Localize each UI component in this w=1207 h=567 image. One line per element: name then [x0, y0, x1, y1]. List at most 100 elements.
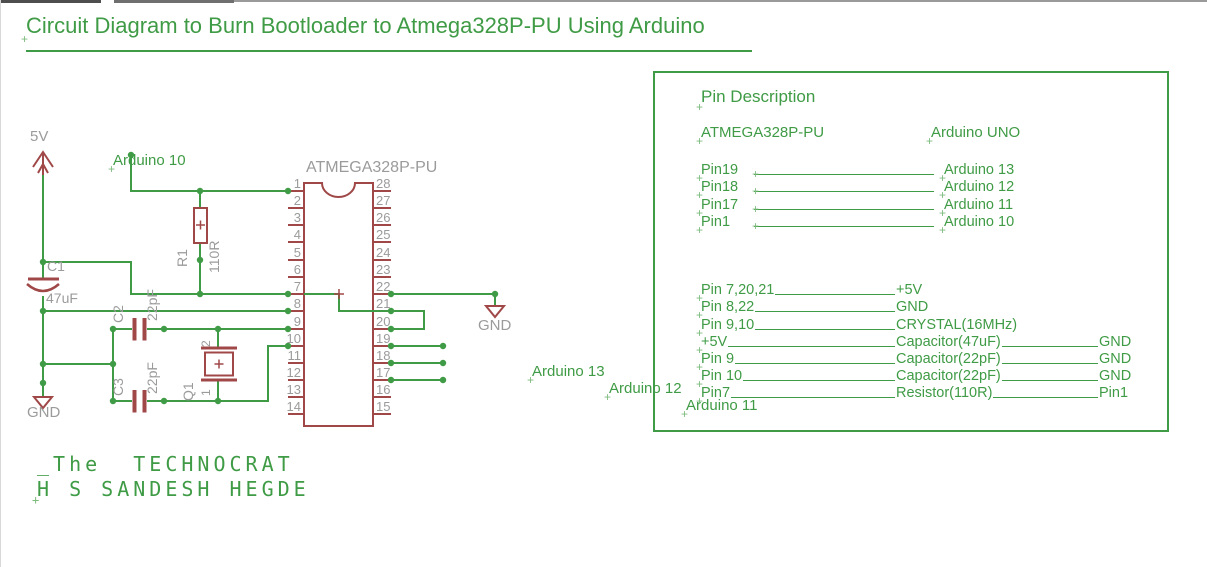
- pin-number-17: 17: [376, 365, 391, 380]
- vcc-arrow-icon: [32, 150, 54, 175]
- pin-number-19: 19: [376, 331, 391, 346]
- gnd-right-label: GND: [478, 317, 512, 334]
- detail-left: Pin 9: [696, 351, 734, 373]
- signature-line1: _The TECHNOCRAT: [37, 452, 294, 476]
- pin-number-26: 26: [376, 210, 391, 225]
- detail-row: Pin7 Resistor(110R) Pin1: [696, 384, 1143, 407]
- vcc-label: 5V: [30, 128, 49, 145]
- detail-row: +5V Capacitor(47uF) GND: [696, 333, 1143, 356]
- pin-number-15: 15: [376, 399, 391, 414]
- mapping-pin: Pin19: [696, 162, 754, 184]
- c2-ref-label: C2: [110, 305, 126, 323]
- wire-pin22-to-gnd: [391, 293, 496, 306]
- column-header-arduino-uno: Arduino UNO: [926, 124, 1020, 147]
- c2-plate-right: [142, 318, 147, 341]
- pin-number-8: 8: [293, 296, 301, 311]
- top-border-strip: [1, 0, 1207, 2]
- detail-line: [728, 345, 895, 347]
- mapping-row: Pin17 Arduino 11: [696, 195, 1147, 219]
- junction-dots: [39, 151, 499, 405]
- q1-ref-label: Q1: [180, 382, 196, 401]
- ic-name-label: ATMEGA328P-PU: [306, 159, 438, 176]
- ic-origin-cross: [334, 289, 344, 299]
- q1-origin-cross: [214, 359, 224, 369]
- detail-line: [1001, 380, 1098, 382]
- detail-left: Pin 9,10: [696, 317, 754, 339]
- c3-ref-label: C3: [110, 378, 126, 396]
- pin-number-20: 20: [376, 314, 391, 329]
- signature-line2: H S SANDESH HEGDE: [32, 478, 310, 506]
- detail-line: [731, 397, 895, 399]
- detail-left: +5V: [696, 334, 727, 356]
- mapping-target: Arduino 13: [939, 162, 1014, 184]
- detail-line: [775, 294, 895, 296]
- pin-number-24: 24: [376, 245, 391, 260]
- crystal-q1-body: [204, 351, 234, 377]
- net-label-arduino10: Arduino 10: [113, 152, 186, 169]
- detail-mid: CRYSTAL(16MHz): [896, 316, 1018, 333]
- wires-arduino-13-12-11: [391, 345, 443, 381]
- detail-mid: Resistor(110R): [896, 385, 993, 402]
- detail-right: GND: [1099, 350, 1132, 367]
- c2-plate-left: [132, 318, 137, 341]
- detail-row: Pin 7,20,21 +5V: [696, 281, 1143, 304]
- page-title: Circuit Diagram to Burn Bootloader to At…: [21, 13, 1207, 45]
- detail-left: Pin 8,22: [696, 299, 754, 321]
- pin-number-2: 2: [293, 193, 301, 208]
- pin-number-25: 25: [376, 227, 391, 242]
- gnd-symbol-right-icon: [483, 305, 507, 319]
- crystal-plates: [201, 346, 237, 382]
- mapping-connector-line: [752, 168, 934, 180]
- pin-number-9: 9: [293, 314, 301, 329]
- wires: [42, 155, 496, 402]
- gnd-left-label: GND: [27, 404, 61, 421]
- top-border-gap: [101, 0, 114, 3]
- detail-left: Pin 7,20,21: [696, 282, 774, 304]
- detail-line: [735, 362, 895, 364]
- pin-number-14: 14: [286, 399, 301, 414]
- r1-value-label: 110R: [206, 240, 222, 273]
- pin-number-27: 27: [376, 193, 391, 208]
- c3-plate-left: [132, 390, 137, 413]
- column-header-atmega: ATMEGA328P-PU: [696, 124, 824, 147]
- detail-line: [1001, 362, 1098, 364]
- detail-line: [1001, 345, 1098, 347]
- pin-description-heading: Pin Description: [696, 87, 815, 113]
- detail-right: GND: [1099, 333, 1132, 350]
- mapping-pin: Pin17: [696, 197, 754, 219]
- wire-5v-to-pin21-pin20: [304, 293, 425, 330]
- wire-5v-to-pin7: [43, 261, 288, 295]
- top-border-dark-segment: [1, 0, 101, 3]
- pin-number-12: 12: [286, 365, 301, 380]
- mapping-pin: Pin18: [696, 179, 754, 201]
- detail-row: Pin 9 Capacitor(22pF) GND: [696, 350, 1143, 373]
- c1-ref-label: C1: [47, 258, 65, 274]
- mapping-row: Pin19 Arduino 13: [696, 161, 1147, 184]
- detail-right: Pin1: [1099, 385, 1129, 402]
- mapping-row: Pin1 Arduino 10: [696, 213, 1147, 236]
- q1-pin2-label: 2: [199, 340, 213, 347]
- c3-value-label: 22pF: [144, 362, 160, 394]
- detail-line: [755, 311, 895, 313]
- c2-value-label: 22pF: [144, 289, 160, 321]
- r1-ref-label: R1: [174, 249, 190, 267]
- pin-number-13: 13: [286, 382, 301, 397]
- detail-row: Pin 8,22 GND: [696, 298, 1143, 321]
- mapping-pin: Pin1: [696, 214, 754, 236]
- pin-number-10: 10: [286, 331, 301, 346]
- pin-number-5: 5: [293, 245, 301, 260]
- pin-number-11: 11: [287, 348, 302, 363]
- ic-body: [303, 182, 374, 427]
- detail-mid: +5V: [896, 282, 923, 299]
- pin-number-28: 28: [376, 176, 391, 191]
- mapping-connector-line: [752, 203, 934, 215]
- top-border-mid-segment: [114, 0, 234, 3]
- mapping-target: Arduino 10: [939, 214, 1014, 236]
- detail-left: Pin 10: [696, 368, 742, 390]
- mapping-target: Arduino 12: [939, 179, 1014, 201]
- pin-number-23: 23: [376, 262, 391, 277]
- detail-mid: Capacitor(22pF): [896, 368, 1001, 385]
- pin-number-18: 18: [376, 348, 391, 363]
- mapping-row: Pin18 Arduino 12: [696, 178, 1147, 201]
